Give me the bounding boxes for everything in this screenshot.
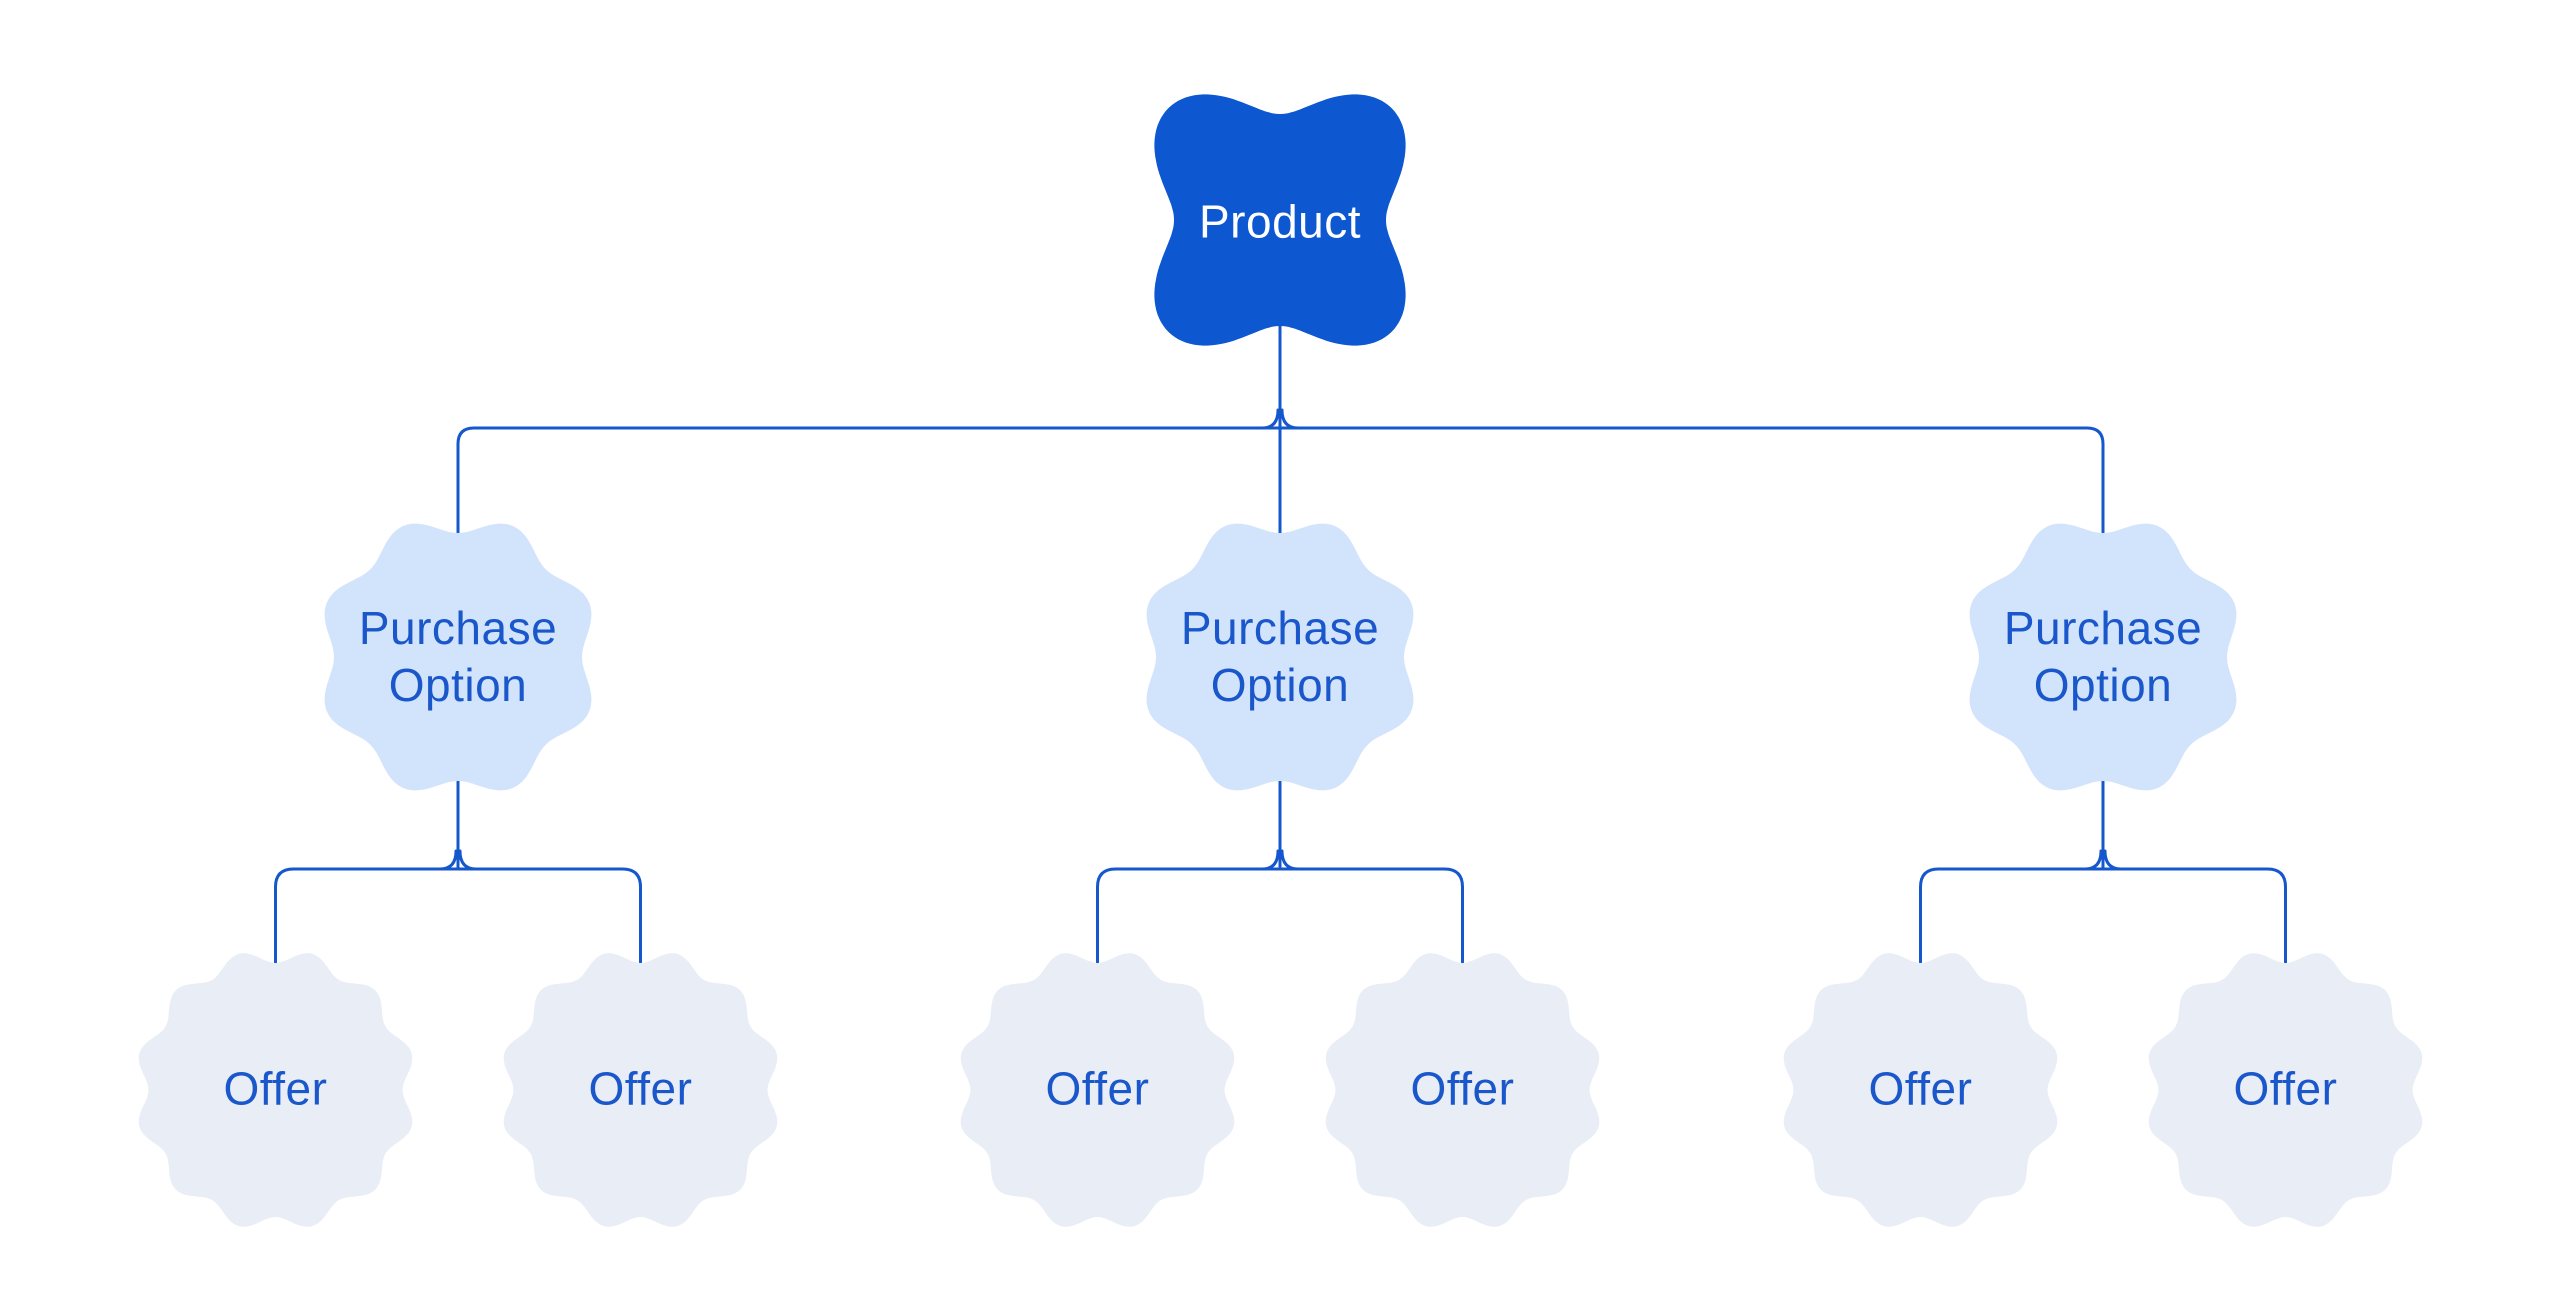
purchase-option-node-2-shape xyxy=(1146,523,1414,791)
connector-level1-fillet-left xyxy=(1260,408,1280,430)
connector-option2-fillet-left xyxy=(1260,849,1280,871)
product-node-label: Product xyxy=(1198,195,1362,248)
connector-group-level1 xyxy=(456,318,2105,542)
connector-option2-fillet-right xyxy=(1280,849,1300,871)
connector-group-option3 xyxy=(1919,774,2287,967)
connector-option3-bracket xyxy=(1919,867,2287,967)
purchase-option-node-3-label: Purchase Option xyxy=(2003,602,2203,711)
purchase-option-node-1-shape xyxy=(324,523,592,791)
connector-option3-fillet-left xyxy=(2083,849,2103,871)
connector-group-option1 xyxy=(274,774,642,967)
offer-node-2-label: Offer xyxy=(588,1062,693,1115)
offer-node-6-shape xyxy=(2148,953,2423,1227)
offer-node-4-label: Offer xyxy=(1410,1062,1515,1115)
product-node-shape xyxy=(1154,94,1406,346)
connector-option3-fillet-right xyxy=(2103,849,2123,871)
purchase-option-node-3-shape xyxy=(1969,523,2237,791)
offer-node-3-shape xyxy=(960,953,1235,1227)
offer-node-3-label: Offer xyxy=(1045,1062,1150,1115)
connector-option2-bracket xyxy=(1096,867,1464,967)
offer-node-1-shape xyxy=(138,953,413,1227)
purchase-option-node-2-label: Purchase Option xyxy=(1180,602,1380,711)
offer-node-2-shape xyxy=(503,953,778,1227)
offer-node-4-shape xyxy=(1325,953,1600,1227)
connector-option1-bracket xyxy=(274,867,642,967)
offer-node-5-label: Offer xyxy=(1868,1062,1973,1115)
purchase-option-node-1-label: Purchase Option xyxy=(358,602,558,711)
connector-level1-fillet-right xyxy=(1280,408,1300,430)
connector-option1-fillet-right xyxy=(458,849,478,871)
offer-node-1-label: Offer xyxy=(223,1062,328,1115)
connector-option1-fillet-left xyxy=(438,849,458,871)
offer-node-5-shape xyxy=(1783,953,2058,1227)
connector-group-option2 xyxy=(1096,774,1464,967)
offer-node-6-label: Offer xyxy=(2233,1062,2338,1115)
